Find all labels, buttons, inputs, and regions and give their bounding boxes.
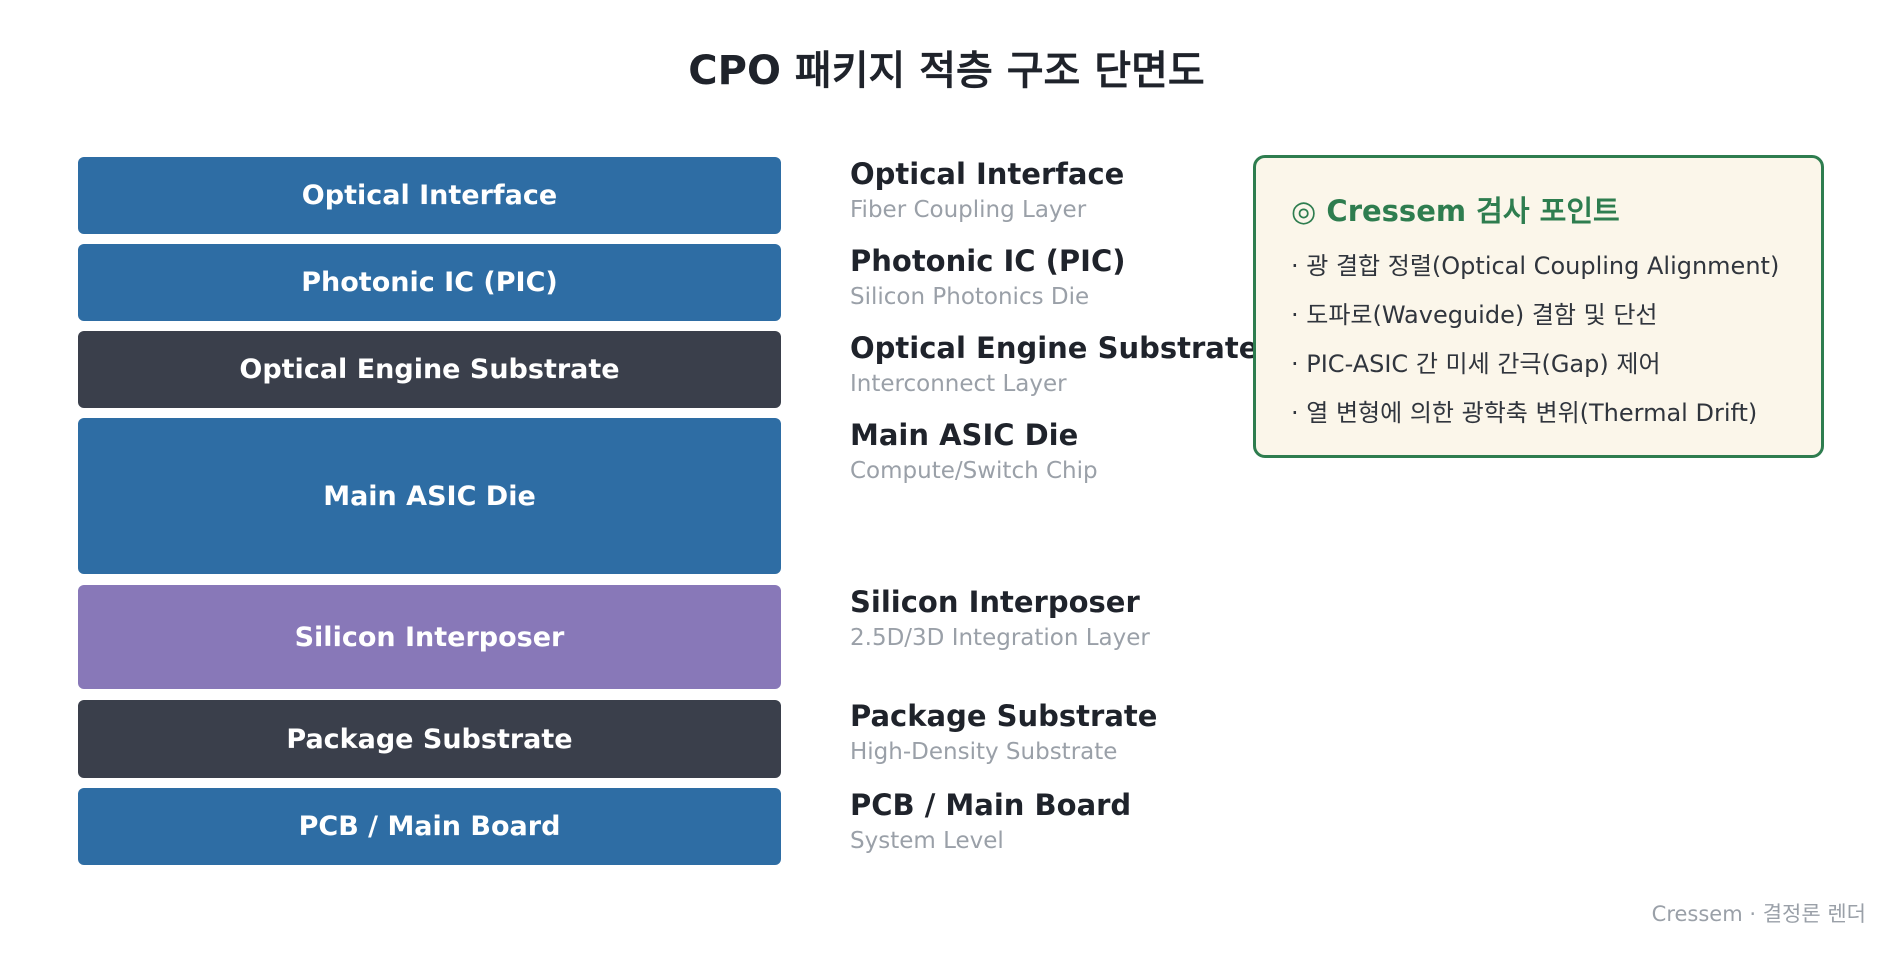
panel-item: · PIC-ASIC 간 미세 간극(Gap) 제어: [1291, 350, 1661, 378]
panel-item: · 광 결합 정렬(Optical Coupling Alignment): [1291, 252, 1780, 280]
label-photonic-ic: Photonic IC (PIC) Silicon Photonics Die: [850, 243, 1126, 315]
layer-label: Silicon Interposer: [294, 621, 565, 653]
label-sub: High-Density Substrate: [850, 739, 1118, 765]
label-sub: System Level: [850, 828, 1004, 854]
label-sub: Fiber Coupling Layer: [850, 197, 1087, 223]
label-main-asic-die: Main ASIC Die Compute/Switch Chip: [850, 417, 1098, 489]
label-name: PCB / Main Board: [850, 788, 1132, 822]
panel-item: · 도파로(Waveguide) 결함 및 단선: [1291, 301, 1658, 329]
layer-label: Optical Interface: [301, 180, 558, 211]
layer-main-asic-die: Main ASIC Die: [78, 418, 781, 574]
label-package-substrate: Package Substrate High-Density Substrate: [850, 698, 1157, 770]
label-name: Main ASIC Die: [850, 418, 1079, 452]
label-optical-interface: Optical Interface Fiber Coupling Layer: [850, 156, 1124, 228]
layer-label: PCB / Main Board: [298, 811, 561, 842]
panel-item: · 열 변형에 의한 광학축 변위(Thermal Drift): [1291, 399, 1758, 427]
layer-pcb-main-board: PCB / Main Board: [78, 788, 781, 865]
footer-credit: Cressem · 결정론 렌더: [1651, 902, 1866, 926]
layer-label: Package Substrate: [286, 723, 573, 755]
layer-label: Main ASIC Die: [323, 480, 536, 512]
layer-label: Optical Engine Substrate: [239, 354, 620, 385]
label-optical-engine-substrate: Optical Engine Substrate Interconnect La…: [850, 330, 1258, 402]
panel-title-text: Cressem 검사 포인트: [1326, 194, 1620, 228]
label-name: Optical Interface: [850, 157, 1125, 191]
label-name: Optical Engine Substrate: [850, 331, 1259, 365]
layer-label: Photonic IC (PIC): [301, 267, 558, 298]
panel-title: ◎ Cressem 검사 포인트: [1291, 188, 1821, 230]
page-title: CPO 패키지 적층 구조 단면도: [688, 48, 1205, 94]
label-silicon-interposer: Silicon Interposer 2.5D/3D Integration L…: [850, 584, 1150, 656]
layer-silicon-interposer: Silicon Interposer: [78, 585, 781, 689]
layer-optical-engine-substrate: Optical Engine Substrate: [78, 331, 781, 408]
label-sub: Silicon Photonics Die: [850, 284, 1090, 310]
label-name: Silicon Interposer: [850, 585, 1140, 619]
layer-photonic-ic: Photonic IC (PIC): [78, 244, 781, 321]
label-name: Package Substrate: [850, 699, 1158, 733]
target-icon: ◎: [1291, 194, 1317, 228]
inspection-points-panel: ◎ Cressem 검사 포인트 · 광 결합 정렬(Optical Coupl…: [1253, 155, 1824, 458]
layer-optical-interface: Optical Interface: [78, 157, 781, 234]
label-name: Photonic IC (PIC): [850, 244, 1126, 278]
layer-package-substrate: Package Substrate: [78, 700, 781, 778]
label-sub: 2.5D/3D Integration Layer: [850, 625, 1150, 651]
label-sub: Interconnect Layer: [850, 371, 1067, 397]
label-sub: Compute/Switch Chip: [850, 458, 1098, 484]
label-pcb-main-board: PCB / Main Board System Level: [850, 787, 1131, 859]
